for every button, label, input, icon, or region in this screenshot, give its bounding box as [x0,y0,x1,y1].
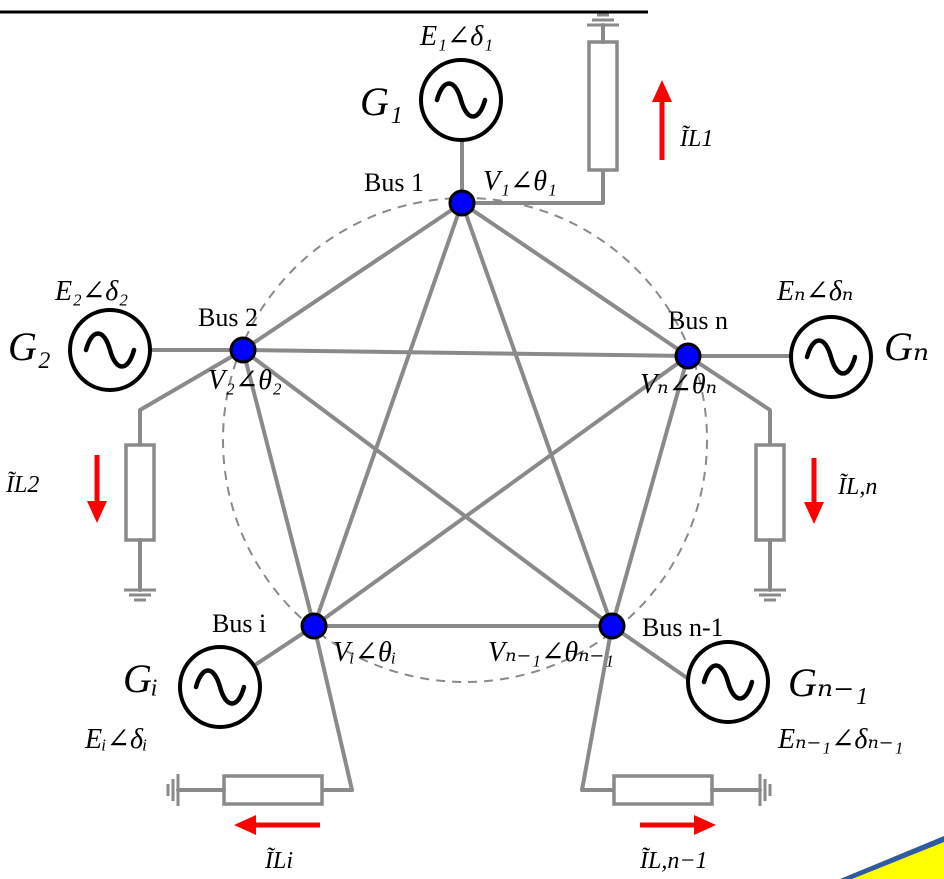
bus-2-voltage: V₂∠θ₂ [208,365,282,396]
line-1-2 [241,201,464,352]
line-2-n-1 [241,348,614,628]
gen-n-name: Gₙ [884,324,929,369]
transmission-lines [241,201,690,628]
load-2-current: ĨL2 [5,472,39,498]
guide-circle [222,197,708,683]
bus-i-node [300,612,328,640]
gen-i-emf: Eᵢ∠δᵢ [84,724,147,755]
bus-n-1-node [598,612,626,640]
line-2-n [241,348,690,358]
bus-1-label: Bus 1 [364,168,424,197]
generator-n-1 [686,640,770,724]
generator-1 [419,58,503,142]
bus-n-node [674,342,702,370]
load-n-current: ĨL,n [837,474,877,500]
bus-i-label: Bus i [212,609,266,638]
bus-i-voltage: Vᵢ∠θᵢ [333,637,396,668]
line-2-i [241,348,316,628]
ground-n-1-icon [758,774,772,806]
bus-2-label: Bus 2 [198,303,258,332]
gen-n-emf: Eₙ∠δₙ [776,276,853,307]
generator-i [178,645,262,729]
bus-1-node [448,189,476,217]
ground-2-icon [124,588,156,602]
bus-n-label: Bus n [668,306,728,335]
current-arrow-n [804,458,824,524]
load-i-feeder [312,624,354,792]
gen-1-name: G₁ [360,79,403,124]
line-n-i [312,354,690,628]
line-1-n-1 [460,201,614,628]
bus-2-node [229,336,257,364]
load-1-resistor [587,40,619,172]
generator-n [789,315,873,399]
load-n-1-resistor [612,774,714,806]
bus-n-1-label: Bus n-1 [642,613,724,642]
load-1-feeder [460,168,605,205]
bus-n-1-voltage: Vₙ₋₁∠θₙ₋₁ [488,637,614,668]
gen-2-emf: E₂∠δ₂ [54,276,128,307]
load-i-current: ĨLi [264,848,293,874]
load-2-resistor [124,443,156,542]
gen-2-name: G₂ [8,324,51,369]
load-n-resistor [754,443,786,542]
ground-i-icon [166,774,180,806]
corner-accent [840,836,944,879]
line-n-n-1 [610,354,690,628]
ground-1-icon [587,13,619,27]
current-arrow-i [234,815,320,835]
generator-2 [68,308,152,392]
gen-n-1-emf: Eₙ₋₁∠δₙ₋₁ [777,724,903,755]
load-n-1-current: ĨL,n−1 [639,848,708,874]
current-arrow-1 [652,80,672,160]
line-1-i [312,201,464,628]
bus-1-voltage: V₁∠θ₁ [483,166,557,197]
bus-n-voltage: Vₙ∠θₙ [640,369,717,400]
current-arrow-2 [87,455,107,523]
ground-n-icon [754,588,786,602]
load-2-feeder [138,348,245,447]
gen-i-name: Gᵢ [123,656,158,701]
current-arrow-n-1 [640,815,716,835]
load-n-1-feeder [580,624,616,792]
load-1-current: ĨL1 [679,126,713,152]
load-n-feeder [686,354,772,447]
gen-n-1-lead [610,624,692,682]
gen-1-emf: E₁∠δ₁ [419,21,493,52]
load-i-resistor [222,774,324,806]
gen-n-1-name: Gₙ₋₁ [788,660,868,705]
line-1-n [460,201,690,358]
